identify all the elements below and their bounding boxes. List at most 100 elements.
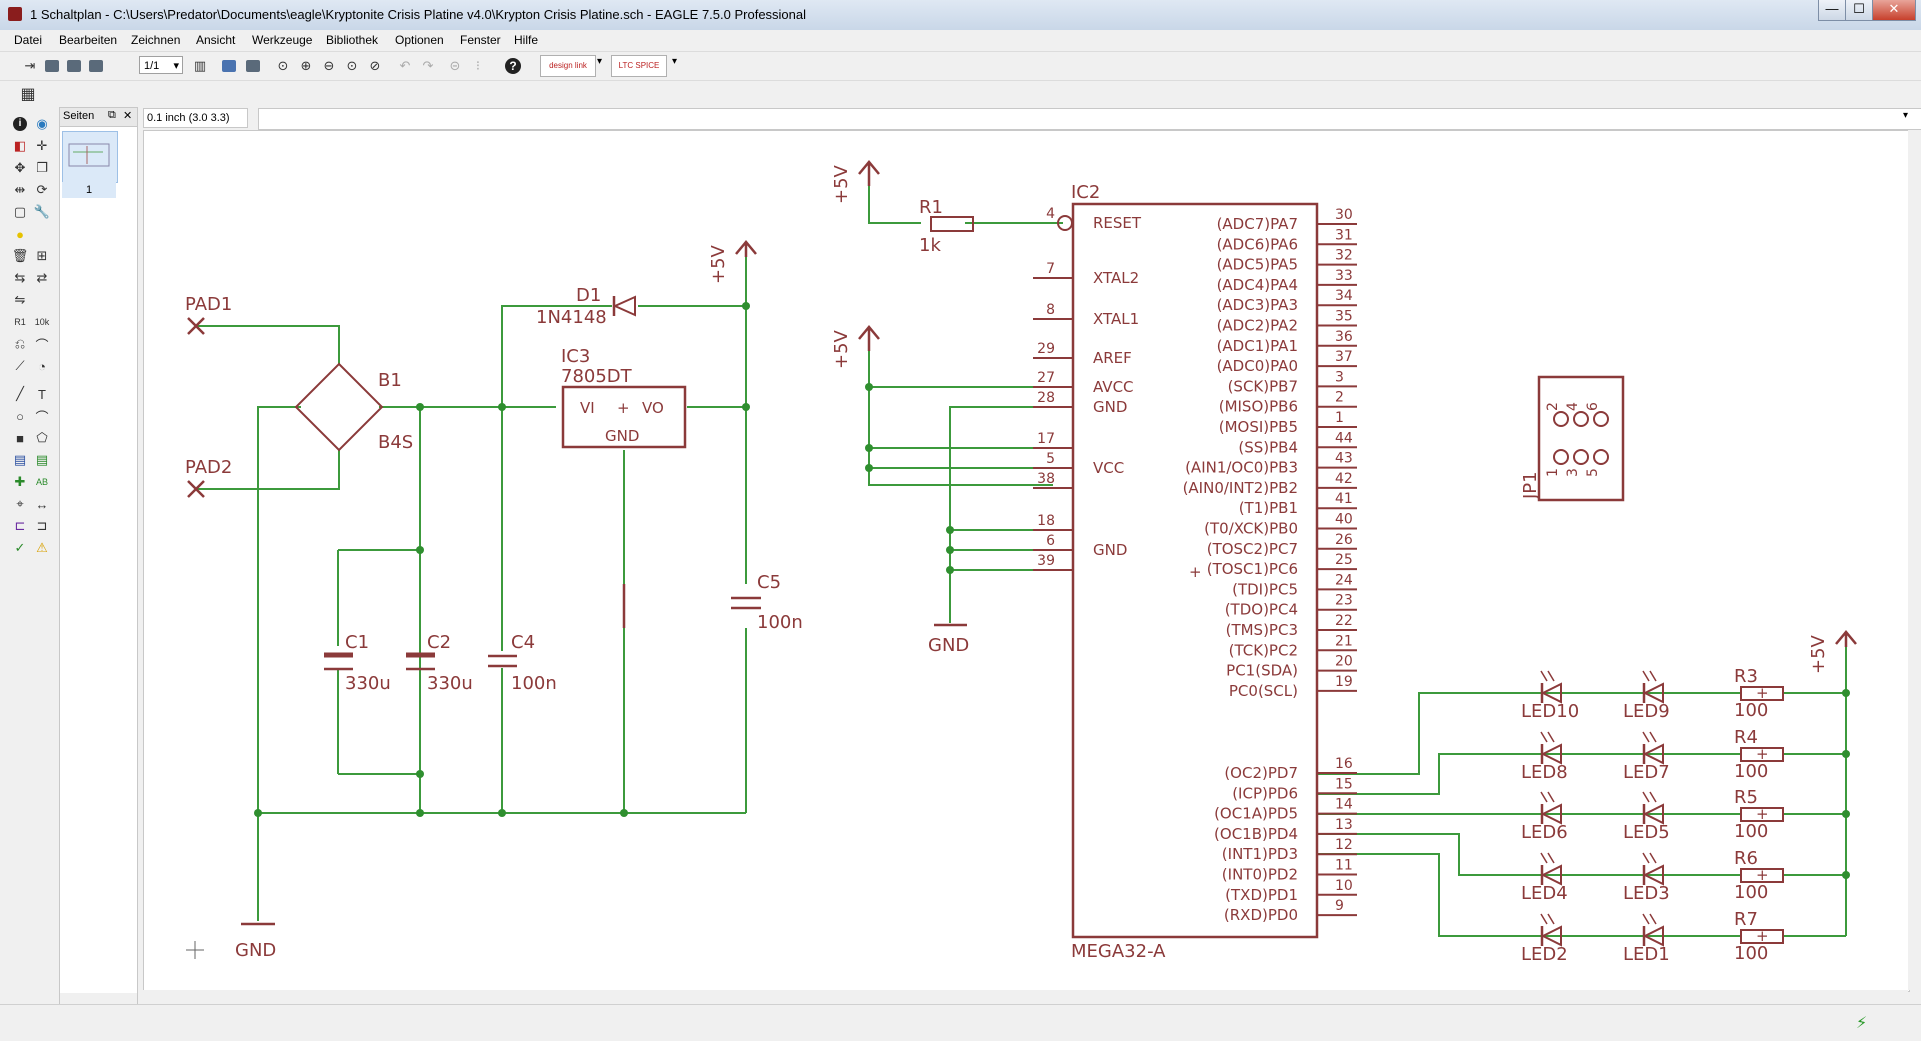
info-tool[interactable]: i <box>10 114 30 134</box>
erc-tool[interactable]: ✓ <box>10 538 30 558</box>
miter-tool[interactable]: ⌒ <box>32 334 52 354</box>
save-button[interactable] <box>42 56 62 76</box>
frame-tool[interactable]: ⊏ <box>10 516 30 536</box>
smash-tool[interactable]: ⎌ <box>10 334 30 354</box>
zoom-out-button[interactable]: ⊖ <box>319 56 339 76</box>
pinswap-tool[interactable]: ⇆ <box>10 268 30 288</box>
design-link-dropdown[interactable]: ▾ <box>597 56 603 67</box>
menu-bearbeiten[interactable]: Bearbeiten <box>59 33 118 47</box>
zoom-in-button[interactable]: ⊕ <box>296 56 316 76</box>
menu-ansicht[interactable]: Ansicht <box>196 33 236 47</box>
design-link-button[interactable]: design link <box>540 55 596 77</box>
float-panel-icon[interactable]: ⧉ <box>108 109 116 121</box>
mirror-tool[interactable]: ⇹ <box>10 180 30 200</box>
stop-button[interactable]: ⊝ <box>445 56 465 76</box>
close-button[interactable]: ✕ <box>1872 0 1916 21</box>
gateswap-tool[interactable]: ⇋ <box>10 290 30 310</box>
dimension-tool[interactable]: ↔ <box>32 494 52 514</box>
led-symbol: LED2 <box>1521 913 1568 965</box>
zoom-fit-button[interactable]: ⊙ <box>273 56 293 76</box>
minimize-button[interactable]: — <box>1818 0 1846 21</box>
add-tool[interactable]: ⊞ <box>32 246 52 266</box>
name-tool[interactable]: R1 <box>10 312 30 332</box>
plus5v-label-reg: +5V <box>708 244 729 284</box>
maximize-button[interactable]: ☐ <box>1845 0 1873 21</box>
invoke-tool[interactable]: ◔ <box>32 356 52 376</box>
page-thumbnail[interactable] <box>62 131 118 183</box>
open-button[interactable]: ⇥ <box>20 56 40 76</box>
ic2-right-pin: 21(TCK)PC2 <box>1229 633 1357 659</box>
attribute-tool[interactable]: ⌖ <box>10 494 30 514</box>
move-tool[interactable]: ✥ <box>10 158 30 178</box>
ic2-right-pin: 42(AIN0/INT2)PB2 <box>1183 471 1357 497</box>
command-history-dropdown[interactable]: ▾ <box>1903 110 1909 121</box>
name-icon: R1 <box>14 317 26 327</box>
board-button[interactable] <box>219 56 239 76</box>
errors-tool[interactable]: ⚠ <box>32 538 52 558</box>
mark-tool[interactable]: ✛ <box>32 136 52 156</box>
page-number[interactable]: 1 <box>62 182 116 198</box>
copy-tool[interactable]: ❐ <box>32 158 52 178</box>
menu-optionen[interactable]: Optionen <box>395 33 444 47</box>
ic2-pin-name: (SCK)PB7 <box>1228 377 1298 395</box>
move-icon: ✥ <box>14 160 26 175</box>
ic2-pin-name: (ADC5)PA5 <box>1217 256 1298 274</box>
menu-fenster[interactable]: Fenster <box>460 33 501 47</box>
vertical-scrollbar[interactable] <box>1908 130 1921 990</box>
rect-tool[interactable]: ■ <box>10 428 30 448</box>
net-tool[interactable]: ▤ <box>32 450 52 470</box>
print-button[interactable] <box>64 56 84 76</box>
polygon-tool[interactable]: ⬠ <box>32 428 52 448</box>
horizontal-scrollbar[interactable] <box>143 990 1908 1003</box>
cam-button[interactable] <box>86 56 106 76</box>
ic2-pin-number: 31 <box>1335 227 1353 243</box>
rotate-tool[interactable]: ⟳ <box>32 180 52 200</box>
ic2-pin-number: 17 <box>1037 431 1055 447</box>
ltspice-dropdown[interactable]: ▾ <box>672 56 678 67</box>
show-tool[interactable]: ◉ <box>32 114 52 134</box>
polygon-icon: ⬠ <box>36 430 48 445</box>
redraw-button[interactable]: ⊙ <box>342 56 362 76</box>
script-button[interactable] <box>243 56 263 76</box>
ltspice-button[interactable]: LTC SPICE <box>611 55 667 77</box>
r1-value: 1k <box>919 235 941 256</box>
group-tool[interactable]: ▢ <box>10 202 30 222</box>
wire-tool[interactable]: ╱ <box>10 384 30 404</box>
redo-button[interactable]: ↷ <box>418 56 438 76</box>
menu-bibliothek[interactable]: Bibliothek <box>326 33 379 47</box>
menu-hilfe[interactable]: Hilfe <box>514 33 539 47</box>
undo-button[interactable]: ↶ <box>395 56 415 76</box>
paste-tool[interactable]: ● <box>10 224 30 244</box>
value-tool[interactable]: 10k <box>32 312 52 332</box>
help-button[interactable]: ? <box>503 56 523 76</box>
arc-tool[interactable]: ⌒ <box>32 406 52 426</box>
label-tool[interactable]: AB <box>32 472 52 492</box>
module-tool[interactable]: ⊐ <box>32 516 52 536</box>
split-tool[interactable]: ⟋ <box>10 356 30 376</box>
junction-tool[interactable]: ✚ <box>10 472 30 492</box>
zoom-area-button[interactable]: ⊘ <box>365 56 385 76</box>
split-icon: ⟋ <box>15 358 25 373</box>
display-tool[interactable]: ◧ <box>10 136 30 156</box>
menu-zeichnen[interactable]: Zeichnen <box>131 33 181 47</box>
menu-werkzeuge[interactable]: Werkzeuge <box>252 33 313 47</box>
menu-datei[interactable]: Datei <box>14 33 43 47</box>
add-part-icon: ⊞ <box>36 248 48 263</box>
circle-tool[interactable]: ○ <box>10 406 30 426</box>
go-button[interactable]: ⁝ <box>468 56 488 76</box>
sheet-select[interactable]: 1/1▾ <box>139 56 183 74</box>
grid-button[interactable]: ▦ <box>18 84 38 104</box>
undo-icon: ↶ <box>399 58 411 73</box>
delete-tool[interactable]: 🗑 <box>10 246 30 266</box>
change-tool[interactable]: 🔧 <box>32 202 52 222</box>
ic2-pin-number: 22 <box>1335 613 1353 629</box>
close-panel-icon[interactable]: ✕ <box>123 110 133 122</box>
command-input[interactable] <box>258 108 1921 130</box>
use-button[interactable]: ▥ <box>190 56 210 76</box>
ic2-right-pin: 10(TXD)PD1 <box>1225 878 1357 904</box>
text-tool[interactable]: T <box>32 384 52 404</box>
replace-tool[interactable]: ⇄ <box>32 268 52 288</box>
bus-tool[interactable]: ▤ <box>10 450 30 470</box>
